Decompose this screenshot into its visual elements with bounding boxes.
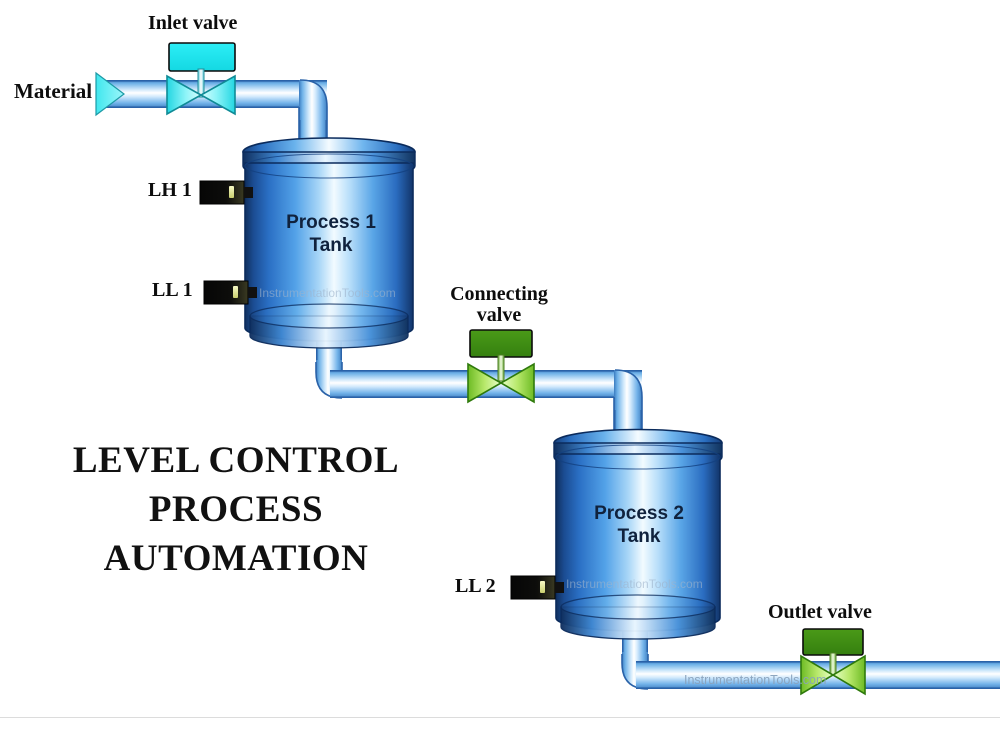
ll1-label: LL 1: [152, 279, 193, 301]
level-switch-lh1[interactable]: [199, 180, 253, 205]
inlet-valve-body-left: [166, 74, 203, 116]
material-label: Material: [14, 79, 93, 103]
ll1-led-indicator: [233, 286, 238, 298]
lh1-label: LH 1: [148, 179, 192, 201]
ll1-mount-stub: [248, 287, 257, 298]
process-1-tank[interactable]: [242, 137, 416, 349]
level-switch-ll2[interactable]: [510, 575, 564, 600]
ll2-led-indicator: [540, 581, 545, 593]
inlet-valve-body-right: [199, 74, 236, 116]
connecting-valve-label: Connecting valve: [450, 283, 548, 326]
level-switch-ll1[interactable]: [203, 280, 257, 305]
tank1-watermark: InstrumentationTools.com: [259, 286, 396, 300]
process-2-tank-label: Process 2 Tank: [594, 503, 684, 548]
ll2-mount-stub: [555, 582, 564, 593]
tank2-watermark: InstrumentationTools.com: [566, 577, 703, 591]
ll2-label: LL 2: [455, 575, 496, 597]
bottom-divider: [0, 717, 1000, 718]
outlet-valve-actuator[interactable]: [802, 628, 864, 656]
outlet-valve-body-left: [800, 654, 835, 696]
lh1-led-indicator: [229, 186, 234, 198]
inlet-valve-stem: [197, 68, 205, 98]
connecting-valve-body-left: [467, 362, 503, 404]
connecting-valve-stem: [497, 354, 505, 382]
outlet-valve-label: Outlet valve: [768, 601, 872, 623]
connecting-valve-body-right: [499, 362, 535, 404]
outlet-valve[interactable]: [800, 628, 866, 696]
connecting-valve-actuator[interactable]: [469, 329, 533, 358]
page-title: LEVEL CONTROL PROCESS AUTOMATION: [72, 440, 400, 580]
outlet-valve-stem: [829, 652, 837, 676]
process-2-tank[interactable]: [553, 428, 723, 640]
outlet-valve-body-right: [831, 654, 866, 696]
material-flow-arrow-icon: [95, 71, 125, 117]
pipe-watermark: InstrumentationTools.com: [684, 673, 827, 687]
inlet-valve-actuator[interactable]: [168, 42, 236, 72]
connecting-valve[interactable]: [467, 329, 535, 404]
inlet-valve[interactable]: [166, 42, 236, 116]
lh1-mount-stub: [244, 187, 253, 198]
process-1-tank-label: Process 1 Tank: [286, 212, 376, 257]
inlet-valve-label: Inlet valve: [148, 12, 238, 34]
